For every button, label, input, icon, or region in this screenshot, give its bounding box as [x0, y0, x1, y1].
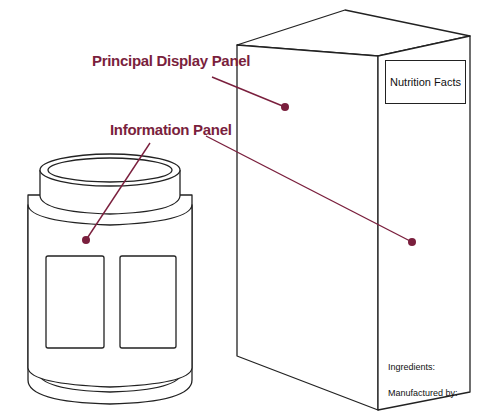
- nutrition-facts-box: Nutrition Facts: [385, 60, 466, 104]
- leader-line: [86, 143, 150, 240]
- can-panel-left: [46, 256, 104, 348]
- can-lid-ring: [48, 158, 172, 182]
- leader-line: [206, 136, 412, 242]
- leader-dot: [408, 238, 416, 246]
- leader-dot: [281, 103, 289, 111]
- leader-dot: [82, 236, 90, 244]
- callout-label: Principal Display Panel: [92, 52, 250, 69]
- box-side-face: [378, 36, 470, 410]
- can-panel-right: [120, 256, 176, 348]
- panel-text: Ingredients:: [388, 362, 435, 372]
- can-label-wrap: [28, 205, 192, 387]
- panel-text: Manufactured by:: [388, 388, 458, 398]
- can-body: [28, 195, 192, 404]
- can-top: [40, 154, 180, 186]
- callout-label: Information Panel: [110, 121, 232, 138]
- leader-line: [212, 77, 285, 107]
- box-front-face: [237, 45, 378, 410]
- panel-heading: Nutrition Facts: [390, 76, 461, 88]
